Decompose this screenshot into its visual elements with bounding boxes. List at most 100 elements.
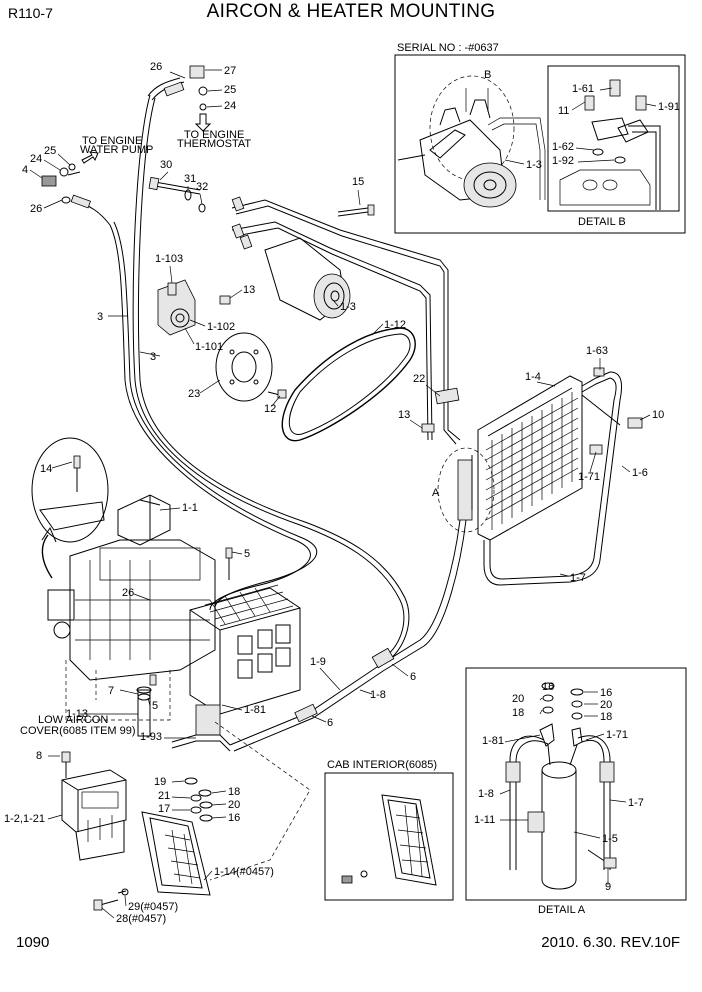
callout-leader xyxy=(51,461,73,469)
heater-hoses xyxy=(70,81,410,664)
callout-label: 31 xyxy=(184,173,196,185)
callout-leader xyxy=(599,87,613,91)
detail-14-callout xyxy=(31,437,109,579)
valve-4 xyxy=(41,175,57,187)
callout-label: 18 xyxy=(228,786,240,798)
callout-leader xyxy=(189,319,206,327)
callout-leader xyxy=(147,697,151,707)
callout-leader xyxy=(29,169,43,179)
refrigerant-lines xyxy=(229,519,467,752)
callout-leader xyxy=(203,870,213,881)
callout-label: 18 xyxy=(600,711,612,723)
callout-leader xyxy=(221,704,243,711)
receiver-drier-view-a: A xyxy=(432,447,495,533)
callout-label: 14 xyxy=(40,463,52,475)
callout-leader xyxy=(371,323,384,336)
callout-label: 3 xyxy=(150,351,156,363)
callout-label: 1-7 xyxy=(570,572,586,584)
compressor-assembly xyxy=(231,196,461,445)
arrow-right-icon xyxy=(81,151,99,164)
callout-leader xyxy=(207,89,223,92)
evaporator-fins xyxy=(204,584,294,627)
callout-leader xyxy=(199,193,203,205)
callout-label: 24 xyxy=(30,153,42,165)
callout-label: 20 xyxy=(228,799,240,811)
callout-leader xyxy=(199,379,221,394)
callout-leader xyxy=(231,551,243,555)
control-panel xyxy=(61,751,127,861)
callout-leader xyxy=(101,907,115,919)
callout-label: 6 xyxy=(327,717,333,729)
detail-b-compressor: B xyxy=(397,69,546,208)
cab-interior-frame xyxy=(324,772,454,901)
evaporator-unit xyxy=(171,547,301,752)
idler-bracket xyxy=(157,279,231,336)
callout-leader xyxy=(211,803,227,806)
callout-leader xyxy=(559,573,569,577)
heater-unit xyxy=(47,494,216,721)
callout-label: 1-81 xyxy=(244,704,266,716)
detail-a-caption: DETAIL A xyxy=(538,904,586,916)
callout-label: 1-92 xyxy=(552,155,574,167)
callout-label: 4 xyxy=(22,164,28,176)
callout-leader xyxy=(499,789,511,795)
note-engine-water-pump-1: TO ENGINE xyxy=(82,135,142,147)
callout-label: 26 xyxy=(150,61,162,73)
callout-leader xyxy=(536,381,556,387)
valve-27 xyxy=(189,65,205,79)
callout-leader xyxy=(575,147,595,151)
callout-label: 26 xyxy=(122,587,134,599)
callout-leader xyxy=(119,689,139,695)
callout-label: 25 xyxy=(44,145,56,157)
condenser-grid xyxy=(485,392,579,530)
callout-leader xyxy=(211,816,227,819)
note-low-aircon-cover-1: LOW AIRCON xyxy=(38,714,108,726)
pipe-clip-22 xyxy=(434,387,460,405)
callout-leader xyxy=(47,814,63,820)
callout-label: 8 xyxy=(36,750,42,762)
callout-label: 13 xyxy=(243,284,255,296)
callout-label: 1-4 xyxy=(525,371,541,383)
callout-leader xyxy=(425,384,441,397)
note-engine-thermostat-2: THERMOSTAT xyxy=(177,138,251,150)
callout-leader xyxy=(43,199,63,209)
callout-label: 16 xyxy=(542,681,554,693)
callout-leader xyxy=(159,171,169,181)
detail-b-panel: SERIAL NO : -#0637 DETAIL B B xyxy=(394,42,686,234)
callout-label: 26 xyxy=(30,203,42,215)
callout-leader xyxy=(589,451,597,473)
callout-label: 11 xyxy=(558,105,569,117)
callout-label: 1-11 xyxy=(474,814,495,826)
detail-a-washers xyxy=(541,682,584,720)
callout-leader xyxy=(332,299,339,307)
detail-a-panel: DETAIL A xyxy=(465,667,687,916)
callout-label: 9 xyxy=(605,881,611,893)
curved-arrow-icon xyxy=(41,534,53,579)
page-title: AIRCON & HEATER MOUNTING xyxy=(206,1,496,22)
callout-label: 1-61 xyxy=(572,83,594,95)
cab-interior-caption: CAB INTERIOR(6085) xyxy=(327,759,437,771)
callout-label: 1-14(#0457) xyxy=(214,866,274,878)
notes: TO ENGINE WATER PUMP TO ENGINE THERMOSTA… xyxy=(20,129,251,737)
detail-b-caption: DETAIL B xyxy=(578,216,626,228)
louvre-cover xyxy=(93,721,311,911)
callout-label: 22 xyxy=(413,373,425,385)
callout-leader xyxy=(609,799,627,803)
callout-label: 1-103 xyxy=(155,253,183,265)
callout-label: 1-63 xyxy=(586,345,608,357)
drain-hose xyxy=(136,674,157,737)
callout-label: 1-101 xyxy=(195,341,223,353)
callout-label: 1-12 xyxy=(384,319,406,331)
pulley-and-belt xyxy=(215,327,416,442)
callout-label: 7 xyxy=(108,685,114,697)
callout-leader xyxy=(319,667,341,691)
note-engine-thermostat-1: TO ENGINE xyxy=(184,129,244,141)
detail-a-drier xyxy=(505,723,617,890)
callout-leader xyxy=(639,414,651,421)
callout-leader xyxy=(271,395,281,407)
callout-leader xyxy=(573,831,601,839)
callout-label: 21 xyxy=(158,790,170,802)
callout-label: 1-6 xyxy=(632,467,648,479)
callout-leader xyxy=(577,159,615,163)
